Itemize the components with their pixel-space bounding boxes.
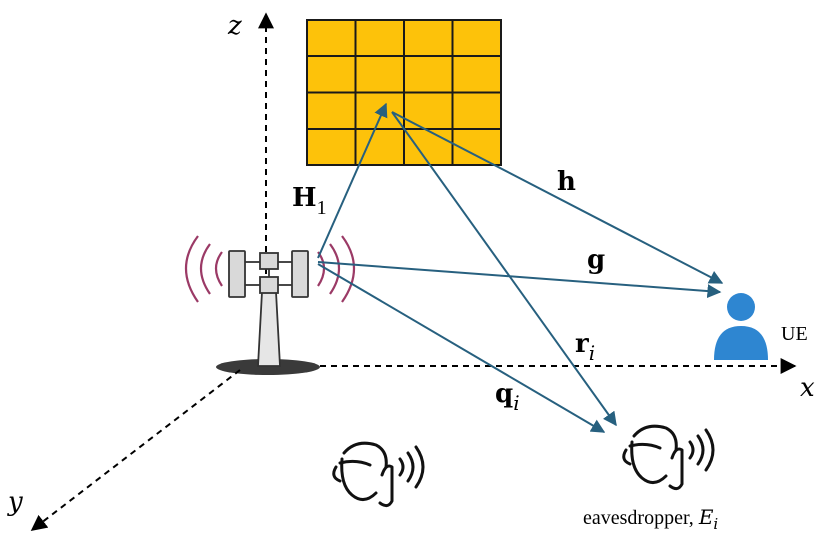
user-icon (714, 293, 768, 360)
wave-left-icon (185, 235, 223, 303)
label-g: g (587, 245, 605, 275)
ground-ellipse (216, 359, 320, 375)
y-axis (30, 369, 241, 531)
label-h: h (557, 167, 576, 197)
base-station-icon (185, 235, 355, 367)
y-axis-label: y (7, 487, 23, 517)
link-q (317, 263, 606, 433)
label-H1: H1 (292, 183, 327, 219)
label-q: qi (495, 379, 520, 415)
link-g (317, 261, 722, 299)
z-axis-label: z (227, 11, 242, 41)
link-H1 (317, 102, 388, 259)
eavesdropper-icon (332, 441, 425, 508)
ue-label: UE (781, 323, 808, 345)
x-axis-label: x (800, 373, 815, 403)
label-r: ri (575, 329, 595, 365)
eavesdropper-target-icon (622, 424, 715, 491)
link-h (391, 111, 724, 284)
ris-panel-icon (306, 19, 502, 166)
eavesdropper-label: eavesdropper, Ei (583, 505, 718, 533)
link-r (391, 111, 617, 427)
